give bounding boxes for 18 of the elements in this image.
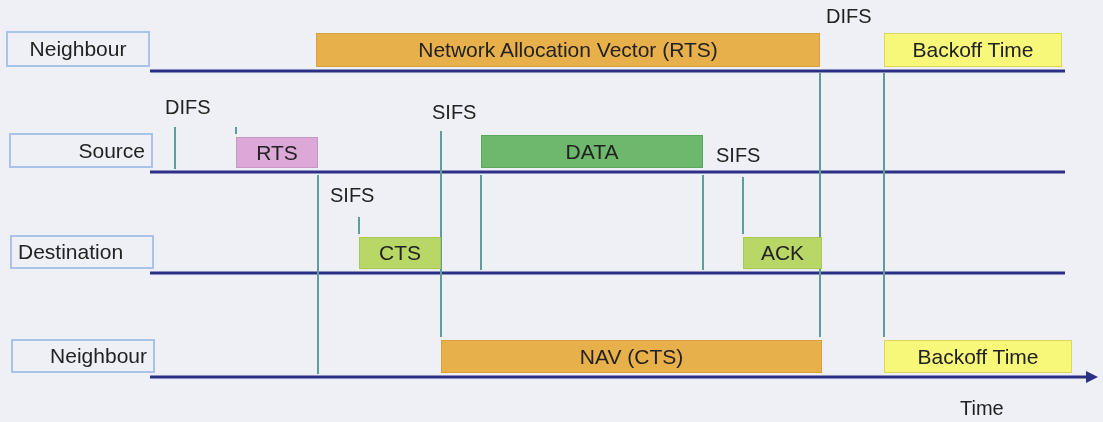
interval-label: SIFS — [716, 145, 761, 165]
frame-bar: ACK — [743, 237, 822, 269]
station-label: Destination — [10, 235, 154, 269]
frame-bar: RTS — [236, 137, 318, 168]
interval-label: SIFS — [432, 102, 477, 122]
frame-bar: NAV (CTS) — [441, 340, 822, 373]
frame-bar: DATA — [481, 135, 703, 168]
station-label: Neighbour — [6, 31, 150, 67]
station-label: Neighbour — [11, 339, 155, 373]
station-label: Source — [9, 133, 153, 168]
frame-bar: CTS — [359, 237, 441, 269]
interval-label: DIFS — [826, 6, 872, 26]
interval-label: DIFS — [165, 97, 211, 117]
interval-label: SIFS — [330, 185, 375, 205]
frame-bar: Backoff Time — [884, 340, 1072, 373]
frame-bar: Backoff Time — [884, 33, 1062, 67]
frame-bar: Network Allocation Vector (RTS) — [316, 33, 820, 67]
axis-label: Time — [960, 398, 1004, 418]
